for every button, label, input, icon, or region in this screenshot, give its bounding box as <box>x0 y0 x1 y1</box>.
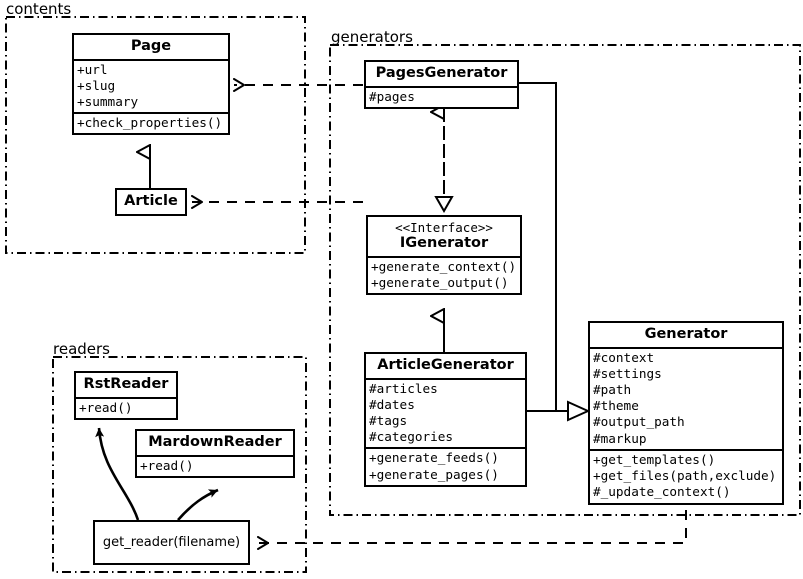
class-attributes-generator: #context #settings #path #theme #output_… <box>590 346 782 449</box>
class-title-rstreader: RstReader <box>83 376 169 392</box>
attribute-row: #theme <box>593 398 639 414</box>
attribute-row: #output_path <box>593 414 685 430</box>
attribute-row: #settings <box>593 365 662 381</box>
method-row: +read() <box>79 399 133 415</box>
relationship-pagesgenerator-to-igenerator <box>436 112 454 214</box>
class-box-rstreader[interactable]: RstReader +read() <box>74 371 178 420</box>
attribute-row: #pages <box>369 88 415 104</box>
package-label-generators: generators <box>331 28 413 46</box>
method-row: +generate_feeds() <box>369 450 499 466</box>
class-attributes-page: +url +slug +summary <box>74 58 228 113</box>
relationship-articlegenerator-to-generator <box>527 400 591 422</box>
class-name-igenerator: IGenerator <box>399 235 489 251</box>
relationship-getreader-to-mardownreader <box>177 488 219 521</box>
method-row: +check_properties() <box>77 115 223 131</box>
class-title-mardownreader: MardownReader <box>148 434 282 450</box>
package-label-readers: readers <box>53 340 110 358</box>
relationship-getreader-to-rstreader <box>95 427 140 521</box>
class-title-articlegenerator: ArticleGenerator <box>377 357 514 373</box>
class-title-generator: Generator <box>644 326 728 342</box>
class-box-article[interactable]: Article <box>115 188 187 216</box>
method-row: +get_templates() <box>593 451 716 467</box>
function-box-get-reader[interactable]: get_reader(filename) <box>93 520 250 565</box>
class-methods-page: +check_properties() <box>74 112 228 133</box>
class-box-mardownreader[interactable]: MardownReader +read() <box>135 429 295 478</box>
method-row: #_update_context() <box>593 484 731 500</box>
attribute-row: +slug <box>77 77 116 93</box>
attribute-row: #articles <box>369 380 438 396</box>
class-box-page[interactable]: Page +url +slug +summary +check_properti… <box>72 33 230 136</box>
class-methods-articlegenerator: +generate_feeds() +generate_pages() <box>366 447 525 484</box>
class-title-article: Article <box>124 193 178 209</box>
class-methods-igenerator: +generate_context() +generate_output() <box>368 255 520 293</box>
method-row: +read() <box>140 457 194 473</box>
class-stereotype-igenerator: <<Interface>> <box>395 220 493 235</box>
attribute-row: #categories <box>369 429 454 445</box>
class-methods-rstreader: +read() <box>76 396 176 418</box>
class-methods-mardownreader: +read() <box>137 454 293 476</box>
attribute-row: #path <box>593 382 632 398</box>
attribute-row: #context <box>593 349 655 365</box>
class-box-articlegenerator[interactable]: ArticleGenerator #articles #dates #tags … <box>364 352 527 487</box>
attribute-row: #dates <box>369 396 415 412</box>
class-box-generator[interactable]: Generator #context #settings #path #them… <box>588 321 784 505</box>
class-title-pagesgenerator: PagesGenerator <box>375 65 508 81</box>
method-row: +get_files(path,exclude) <box>593 468 777 484</box>
class-methods-generator: +get_templates() +get_files(path,exclude… <box>590 448 782 503</box>
attribute-row: +url <box>77 61 108 77</box>
method-row: +generate_pages() <box>369 466 499 482</box>
method-row: +generate_output() <box>371 274 509 290</box>
relationship-generator-to-getreader <box>257 510 687 550</box>
class-title-page: Page <box>130 38 172 54</box>
attribute-row: +summary <box>77 94 139 110</box>
class-title-igenerator: <<Interface>> IGenerator <box>368 217 520 256</box>
class-box-pagesgenerator[interactable]: PagesGenerator #pages <box>364 60 519 109</box>
attribute-row: #markup <box>593 430 647 446</box>
class-attributes-pagesgenerator: #pages <box>366 85 517 107</box>
class-box-igenerator[interactable]: <<Interface>> IGenerator +generate_conte… <box>366 215 522 296</box>
method-row: +generate_context() <box>371 258 517 274</box>
attribute-row: #tags <box>369 413 408 429</box>
class-attributes-articlegenerator: #articles #dates #tags #categories <box>366 377 525 448</box>
package-label-contents: contents <box>6 0 72 18</box>
